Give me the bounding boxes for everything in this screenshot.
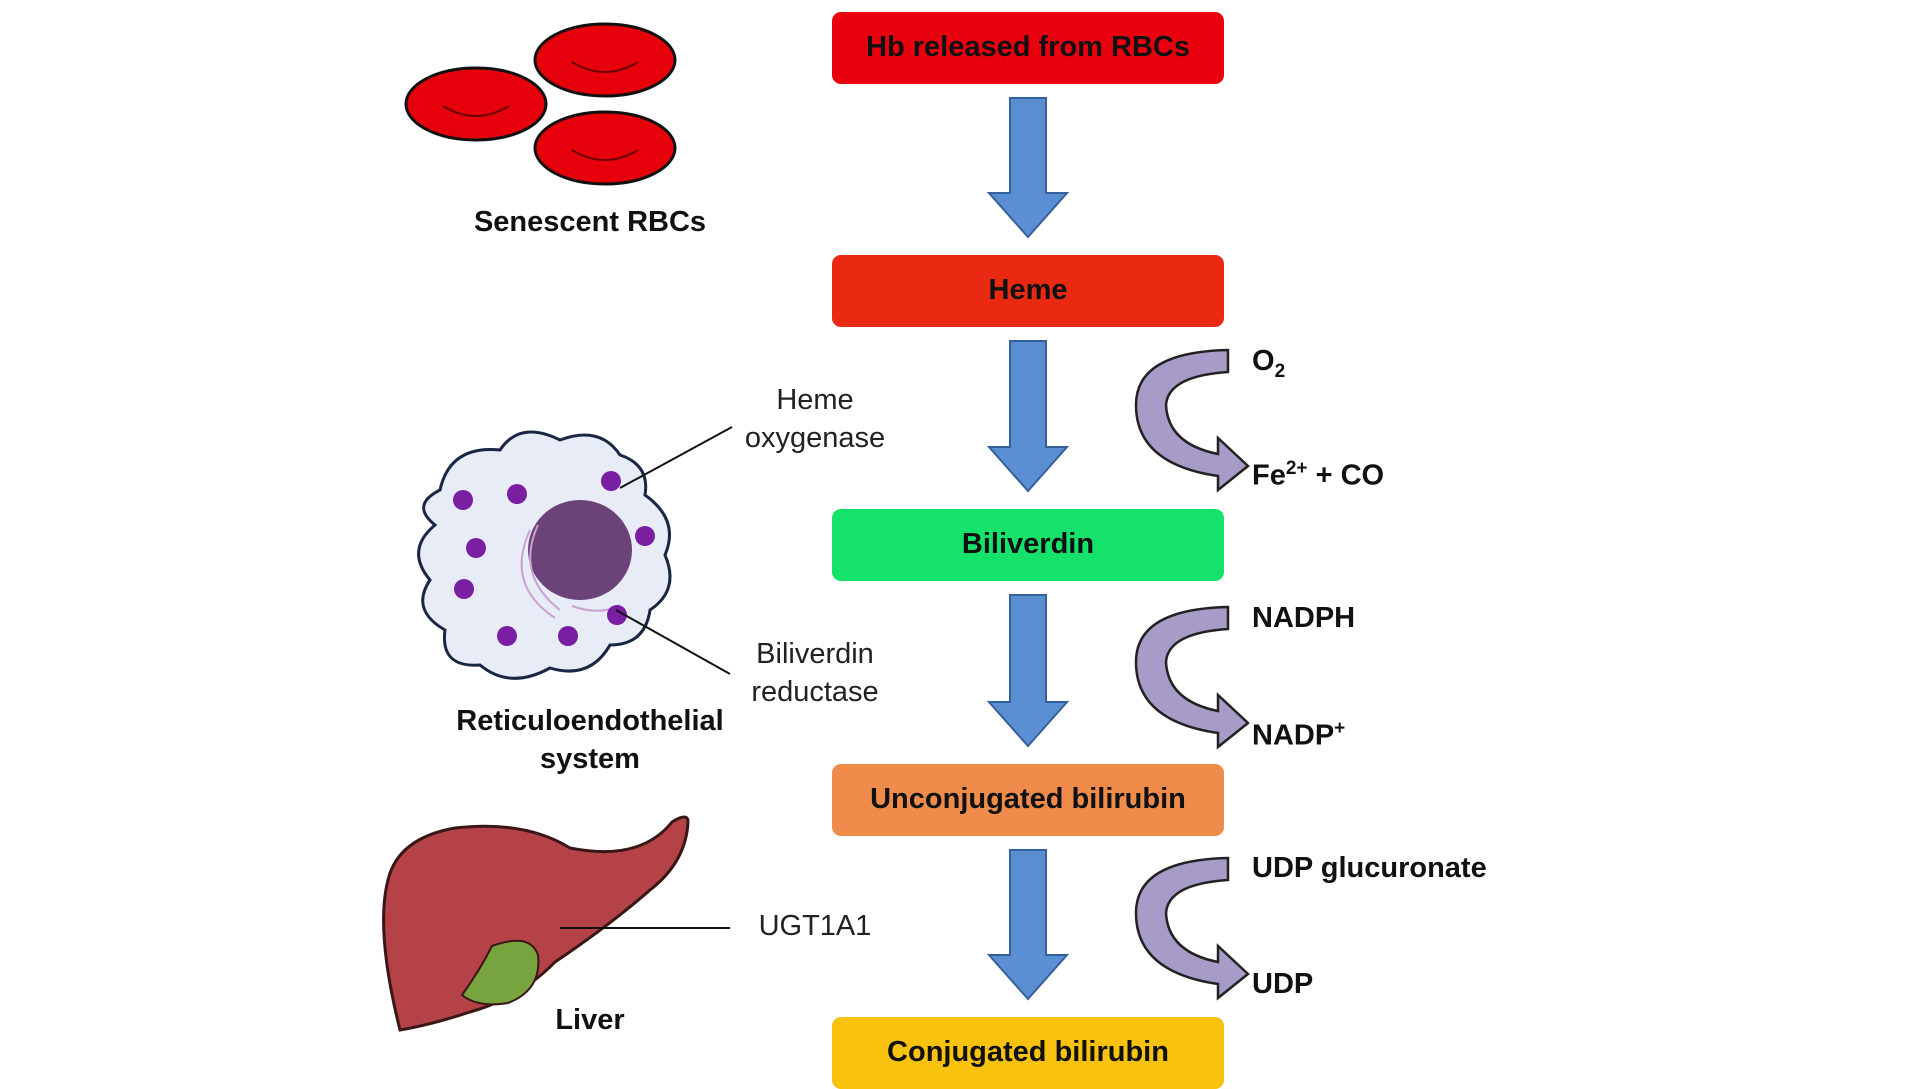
reaction3-output: UDP [1252,968,1314,1000]
flow-arrow [986,594,1070,748]
reaction1-output: Fe2+ + CO [1252,458,1385,492]
liver-illustration [382,815,690,1032]
step-heme: Heme [832,255,1224,327]
flow-arrow [986,97,1070,239]
reaction-arrow [1134,856,1250,1001]
rbc-cell [533,110,677,186]
step-conjugated-bilirubin: Conjugated bilirubin [832,1017,1224,1089]
rbc-cell [533,22,677,98]
label-senescent-rbcs: Senescent RBCs [473,206,707,238]
reaction1-input: O2 [1252,345,1286,382]
flow-arrow [986,340,1070,493]
biliverdin-reductase-leader [615,609,731,675]
enzyme-ugt1a1: UGT1A1 [758,910,872,942]
flow-arrow [986,849,1070,1001]
reaction-arrow [1134,348,1250,493]
reaction2-input: NADPH [1252,602,1356,634]
rbc-cell [404,66,548,142]
enzyme-biliverdin-reductase: Biliverdin reductase [751,638,879,708]
nucleus [520,500,632,619]
step-biliverdin: Biliverdin [832,509,1224,581]
label-reticuloendothelial-system: Reticuloendothelial system [456,705,724,775]
label-liver: Liver [555,1004,625,1036]
reaction3-input: UDP glucuronate [1252,852,1487,884]
granules [453,471,655,646]
enzyme-heme-oxygenase: Heme oxygenase [744,384,886,454]
step-unconjugated-bilirubin: Unconjugated bilirubin [832,764,1224,836]
reaction2-output: NADP+ [1252,718,1346,752]
step-hb-released: Hb released from RBCs [832,12,1224,84]
rbc-illustration [404,22,677,186]
reaction-arrow [1134,605,1250,750]
macrophage-illustration [417,430,672,680]
heme-oxygenase-leader [619,426,733,489]
